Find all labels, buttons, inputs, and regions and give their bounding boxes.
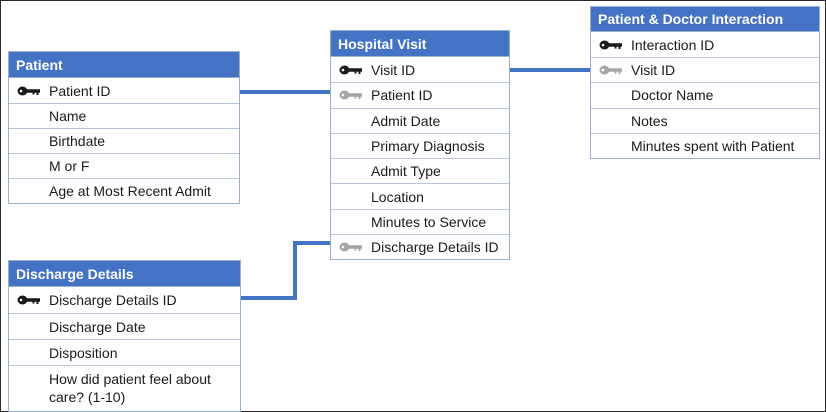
table-row: Discharge Date <box>9 313 240 339</box>
hospital-visit-table-title: Hospital Visit <box>338 35 427 52</box>
primary-key-icon <box>331 64 371 76</box>
column-name: Location <box>371 188 424 205</box>
table-row: Patient ID <box>9 78 239 103</box>
table-row: Discharge Details ID <box>9 287 240 313</box>
column-name: Birthdate <box>49 133 106 149</box>
primary-key-icon <box>9 85 49 97</box>
column-name: Admit Type <box>371 163 441 180</box>
table-row: Location <box>331 183 509 208</box>
column-name: Discharge Date <box>49 318 146 335</box>
column-name: Disposition <box>49 344 118 361</box>
column-name: Visit ID <box>371 61 416 78</box>
discharge-details-table-title: Discharge Details <box>16 265 134 282</box>
column-name: Patient ID <box>371 87 433 104</box>
column-name: Minutes spent with Patient <box>631 137 795 154</box>
foreign-key-icon <box>591 64 631 76</box>
interaction-table: Patient & Doctor Interaction Interaction… <box>590 6 820 159</box>
column-name: Notes <box>631 112 668 129</box>
column-name: M or F <box>49 158 90 174</box>
column-name: Discharge Details ID <box>371 239 499 256</box>
column-name: Discharge Details ID <box>49 292 177 308</box>
table-row: Discharge Details ID <box>331 234 509 259</box>
column-name: How did patient feel about care? (1-10) <box>49 371 211 406</box>
interaction-table-header: Patient & Doctor Interaction <box>591 7 819 32</box>
table-row: Notes <box>591 107 819 133</box>
table-row: Visit ID <box>331 57 509 82</box>
table-row: Patient ID <box>331 82 509 107</box>
column-name: Primary Diagnosis <box>371 138 485 155</box>
table-row: Minutes spent with Patient <box>591 132 819 158</box>
table-row: Birthdate <box>9 128 239 153</box>
table-row: Primary Diagnosis <box>331 132 509 158</box>
table-row: Visit ID <box>591 57 819 82</box>
foreign-key-icon <box>331 241 371 253</box>
column-name: Minutes to Service <box>371 213 487 230</box>
table-row: Age at Most Recent Admit <box>9 178 239 203</box>
column-name: Doctor Name <box>631 87 714 104</box>
primary-key-icon <box>591 39 631 51</box>
column-name: Name <box>49 108 87 124</box>
table-row: Interaction ID <box>591 32 819 57</box>
patient-table-header: Patient <box>9 52 239 78</box>
column-name: Admit Date <box>371 112 441 129</box>
hospital-visit-table: Hospital Visit Visit ID Patient ID Admit D… <box>330 30 510 261</box>
primary-key-icon <box>9 294 49 306</box>
table-row: Minutes to Service <box>331 208 509 234</box>
table-row: Admit Type <box>331 158 509 183</box>
column-name: Visit ID <box>631 62 676 79</box>
table-row: Disposition <box>9 339 240 365</box>
column-name: Age at Most Recent Admit <box>49 183 211 199</box>
table-row: Admit Date <box>331 107 509 133</box>
column-name: Interaction ID <box>631 36 715 53</box>
foreign-key-icon <box>331 89 371 101</box>
hospital-visit-table-header: Hospital Visit <box>331 31 509 57</box>
table-row: How did patient feel about care? (1-10) <box>9 365 240 411</box>
column-name: Patient ID <box>49 82 111 99</box>
table-row: Name <box>9 103 239 128</box>
interaction-table-title: Patient & Doctor Interaction <box>598 11 784 27</box>
table-row: Doctor Name <box>591 82 819 107</box>
table-row: M or F <box>9 153 239 178</box>
discharge-details-table-header: Discharge Details <box>9 261 240 287</box>
patient-table-title: Patient <box>16 56 63 73</box>
